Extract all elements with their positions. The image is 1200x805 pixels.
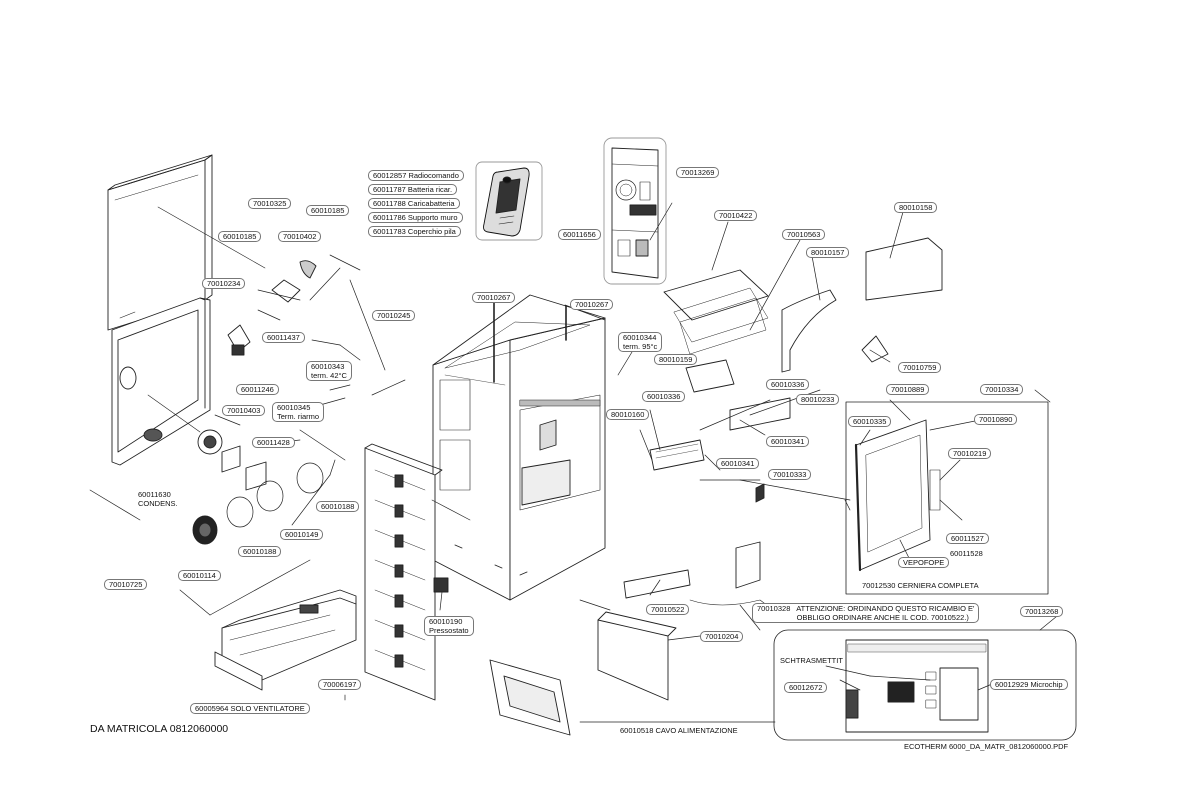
part-label: 60010114	[178, 570, 221, 581]
part-label: 60011428	[252, 437, 295, 448]
part-label: SCHTRASMETTIT	[780, 656, 843, 665]
remote-kit-item: 60012857 Radiocomando	[368, 170, 464, 181]
part-label: 60010185	[218, 231, 262, 242]
electronic-board-box	[774, 630, 1076, 740]
remote-kit-item: 60011787 Batteria ricar.	[368, 184, 458, 195]
part-label: 80010233	[796, 394, 840, 405]
part-label: 70010325	[248, 198, 292, 209]
part-label: 60010345 Term. riarmo	[272, 402, 325, 422]
part-label: 70010889	[886, 384, 930, 395]
footer-filename-label: ECOTHERM 6000_DA_MATR_0812060000.PDF	[904, 742, 1069, 751]
part-label: 70010759	[898, 362, 942, 373]
part-label: 60011528	[950, 549, 983, 558]
smoke-duct-parts	[193, 430, 323, 544]
part-label: 60010188	[238, 546, 282, 557]
stove-main-body	[433, 295, 605, 600]
part-label: 60010336	[642, 391, 686, 402]
part-label: 60010336	[766, 379, 810, 390]
part-label: 60012929 Microchip	[990, 679, 1068, 690]
part-label: 70010333	[768, 469, 812, 480]
part-label: 60010188	[316, 501, 360, 512]
pressostat-part	[434, 578, 448, 592]
part-label: 60010190 Pressostato	[424, 616, 474, 636]
part-label: 60011630 CONDENS.	[138, 490, 178, 508]
part-label: 70010334	[980, 384, 1024, 395]
part-label: 60011656	[558, 229, 601, 240]
door-assembly	[846, 402, 1048, 594]
remote-control-device	[476, 162, 542, 240]
part-label: 70006197	[318, 679, 362, 690]
part-label: 70010422	[714, 210, 758, 221]
part-label: 60011437	[262, 332, 305, 343]
part-label: 60010518 CAVO ALIMENTAZIONE	[620, 726, 738, 735]
part-label: 60010341	[716, 458, 760, 469]
part-label: 70010563	[782, 229, 826, 240]
part-label: 80010160	[606, 409, 650, 420]
part-label: 70013269	[676, 167, 720, 178]
part-label: 60011246	[236, 384, 279, 395]
part-label: 60010341	[766, 436, 810, 447]
part-label: 70010402	[278, 231, 322, 242]
part-label: 70010522	[646, 604, 690, 615]
part-label: 60010344 term. 95°c	[618, 332, 663, 352]
part-label: 70010245	[372, 310, 416, 321]
fan-tray-assembly	[215, 590, 356, 690]
part-label: 70012530 CERNIERA COMPLETA	[862, 581, 979, 590]
remote-kit-item: 60011786 Supporto muro	[368, 212, 463, 223]
remote-kit-item: 60011788 Caricabatteria	[368, 198, 460, 209]
part-label: 80010158	[894, 202, 938, 213]
part-label: 60005964 SOLO VENTILATORE	[190, 703, 310, 714]
part-label: 70010267	[472, 292, 516, 303]
part-label: 70010267	[570, 299, 614, 310]
part-label: 70010219	[948, 448, 992, 459]
part-label: 70013268	[1020, 606, 1064, 617]
part-label: VEPOFOPE	[898, 557, 950, 568]
lower-middle-parts	[490, 542, 780, 735]
part-label: 60010335	[848, 416, 892, 427]
part-label: 60011527	[946, 533, 989, 544]
part-label: 70010890	[974, 414, 1018, 425]
front-vertical-panel	[365, 444, 442, 700]
left-side-panel	[112, 298, 210, 465]
part-label: 80010159	[654, 354, 698, 365]
part-label: 70010234	[202, 278, 246, 289]
part-label: 70010403	[222, 405, 266, 416]
part-label: 60010343 term. 42°C	[306, 361, 352, 381]
part-label: 70010328 ATTENZIONE: ORDINANDO QUESTO RI…	[752, 603, 980, 623]
header-serial-label: DA MATRICOLA 0812060000	[90, 723, 229, 735]
part-label: 60010185	[306, 205, 350, 216]
remote-kit-item: 60011783 Coperchio pila	[368, 226, 461, 237]
part-label: 80010157	[806, 247, 850, 258]
control-panel-board	[604, 138, 666, 284]
small-left-parts	[228, 261, 316, 355]
part-label: 60012672	[784, 682, 828, 693]
part-label: 60010149	[280, 529, 324, 540]
part-label: 70010725	[104, 579, 148, 590]
part-label: 70010204	[700, 631, 744, 642]
